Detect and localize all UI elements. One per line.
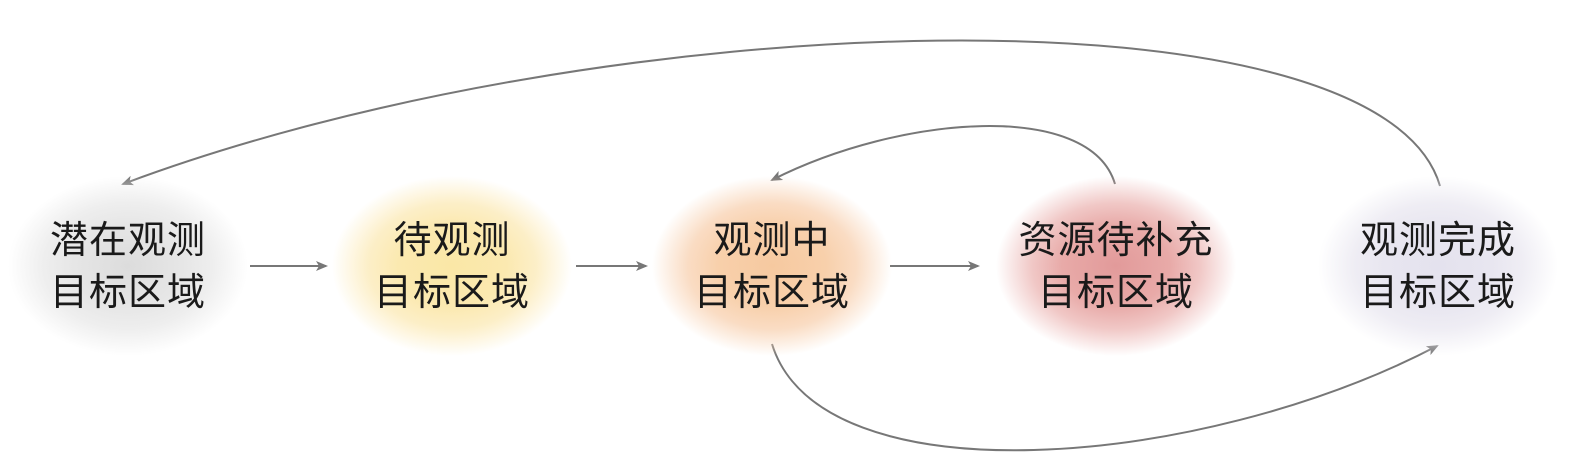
node-pending-target-area: 待观测 目标区域: [332, 176, 572, 356]
node-label-line1: 观测完成: [1359, 218, 1516, 262]
node-label-line1: 观测中: [713, 218, 831, 262]
node-resource-pending-target-area: 资源待补充 目标区域: [996, 176, 1236, 356]
node-completed-target-area: 观测完成 目标区域: [1318, 176, 1558, 356]
node-label-line2: 目标区域: [373, 270, 530, 314]
node-label-line1: 待观测: [393, 218, 511, 262]
node-label-line1: 资源待补充: [1018, 218, 1214, 262]
node-label-line2: 目标区域: [1037, 270, 1194, 314]
node-label-line2: 目标区域: [1359, 270, 1516, 314]
arrow-observing-to-completed: [771, 343, 1439, 452]
node-observing-target-area: 观测中 目标区域: [652, 176, 892, 356]
node-potential-target-area: 潜在观测 目标区域: [8, 176, 248, 356]
arrow-completed-to-potential: [121, 39, 1441, 187]
arrow-resource-to-observing: [770, 125, 1116, 185]
node-label-line1: 潜在观测: [49, 218, 206, 262]
node-label-line2: 目标区域: [693, 270, 850, 314]
node-label-line2: 目标区域: [49, 270, 206, 314]
